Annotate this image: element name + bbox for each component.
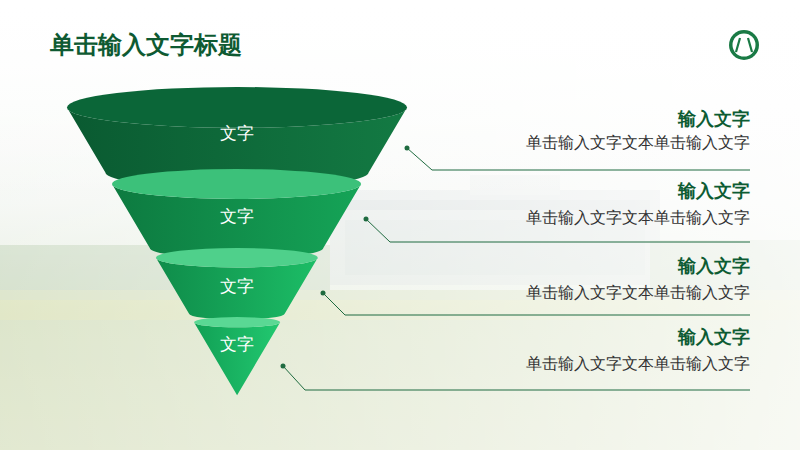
band-top — [194, 317, 280, 327]
item-body: 单击输入文字文本单击输入文字 — [526, 354, 750, 374]
item-heading: 输入文字 — [678, 255, 750, 277]
band-body — [194, 322, 280, 395]
band-label: 文字 — [220, 333, 254, 355]
item-body: 单击输入文字文本单击输入文字 — [526, 208, 750, 228]
item-heading: 输入文字 — [678, 180, 750, 202]
band-top — [156, 248, 318, 267]
funnel-band: 文字 — [112, 169, 361, 259]
item-heading: 输入文字 — [678, 326, 750, 348]
funnel-band: 文字 — [194, 317, 280, 396]
item-body: 单击输入文字文本单击输入文字 — [526, 133, 750, 153]
band-top — [67, 87, 407, 128]
band-label: 文字 — [220, 205, 254, 227]
band-top — [112, 169, 361, 199]
slide-title: 单击输入文字标题 — [50, 30, 242, 60]
band-shape — [194, 317, 280, 396]
item-body: 单击输入文字文本单击输入文字 — [526, 283, 750, 303]
band-label: 文字 — [220, 122, 254, 144]
item-heading: 输入文字 — [678, 108, 750, 130]
band-label: 文字 — [220, 275, 254, 297]
funnel-band: 文字 — [156, 248, 318, 320]
logo — [729, 30, 759, 60]
